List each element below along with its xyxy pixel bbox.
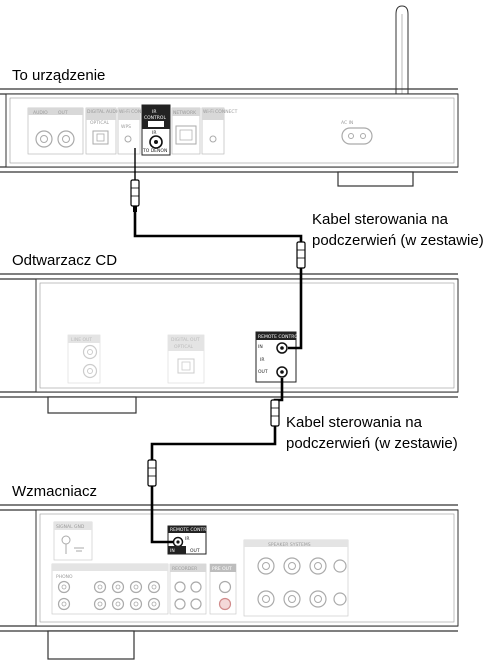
device-ir-in-label: IR (152, 130, 156, 136)
device-audio-out-label: OUT (58, 110, 68, 116)
cd-ir-label: IR (260, 357, 264, 363)
cable2-label-line2: podczerwień (w zestawie) (286, 435, 458, 452)
amplifier-unit: SIGNAL GND REMOTE CONTROL IR IN OUT PHON… (0, 504, 459, 660)
cd-in-label: IN (258, 344, 263, 350)
ac-inlet-icon (341, 127, 373, 145)
plug-icon (270, 399, 280, 427)
cable1-label-line2: podczerwień (w zestawie) (312, 232, 484, 249)
cd-player-unit: LINE OUT DIGITAL OUT OPTICAL REMOTE CONT… (0, 273, 459, 414)
cable-connector-icon (296, 241, 306, 269)
amp-out-label: OUT (190, 548, 200, 554)
plug-icon (147, 459, 157, 487)
device-control-label: CONTROL (144, 115, 166, 121)
cable2-label-line1: Kabel sterowania na (286, 414, 422, 431)
amp-speaker-systems-label: SPEAKER SYSTEMS (268, 542, 311, 548)
device-digital-audio-label: DIGITAL AUDIO (87, 109, 121, 115)
amp-signal-gnd-label: SIGNAL GND (56, 524, 85, 530)
device-label: To urządzenie (12, 67, 106, 84)
ir-cable-1 (130, 148, 306, 350)
amp-remote-control-label: REMOTE CONTROL (170, 527, 213, 533)
device-network-label: NETWORK (173, 110, 197, 116)
device-wifi-connect2-label: Wi-Fi CONNECT (203, 109, 238, 115)
cd-digital-out-label: DIGITAL OUT (171, 337, 200, 343)
device-wps-label: WPS (121, 124, 131, 130)
plug-icon (130, 179, 140, 207)
amp-recorder-label: RECORDER (172, 566, 197, 572)
device-audio-label: AUDIO (33, 110, 48, 116)
amplifier-label: Wzmacniacz (12, 483, 98, 500)
device-ir-label: IR (152, 109, 156, 115)
cd-line-out-label: LINE OUT (71, 337, 92, 343)
device-optical-label: OPTICAL (90, 120, 110, 126)
cable1-label-line1: Kabel sterowania na (312, 211, 448, 228)
device-ac-in-label: AC IN (341, 120, 353, 126)
ir-cable-2 (147, 378, 284, 544)
device-wifi-connect-label: Wi-Fi CONNECT (119, 109, 154, 115)
cd-remote-control-label: REMOTE CONTROL (258, 334, 301, 340)
cd-out-label: OUT (258, 369, 268, 375)
device-to-remote-label: TO DENON (142, 148, 167, 154)
cd-player-label: Odtwarzacz CD (12, 252, 118, 269)
device-unit: AUDIO OUT DIGITAL AUDIO OPTICAL Wi-Fi CO… (0, 5, 459, 187)
amp-in-label: IN (170, 548, 175, 554)
amp-phono-label: PHONO (56, 574, 73, 580)
amp-ir-label: IR (185, 536, 189, 542)
amp-pre-out-label: PRE OUT (212, 566, 232, 572)
cd-optical-label: OPTICAL (174, 344, 194, 350)
